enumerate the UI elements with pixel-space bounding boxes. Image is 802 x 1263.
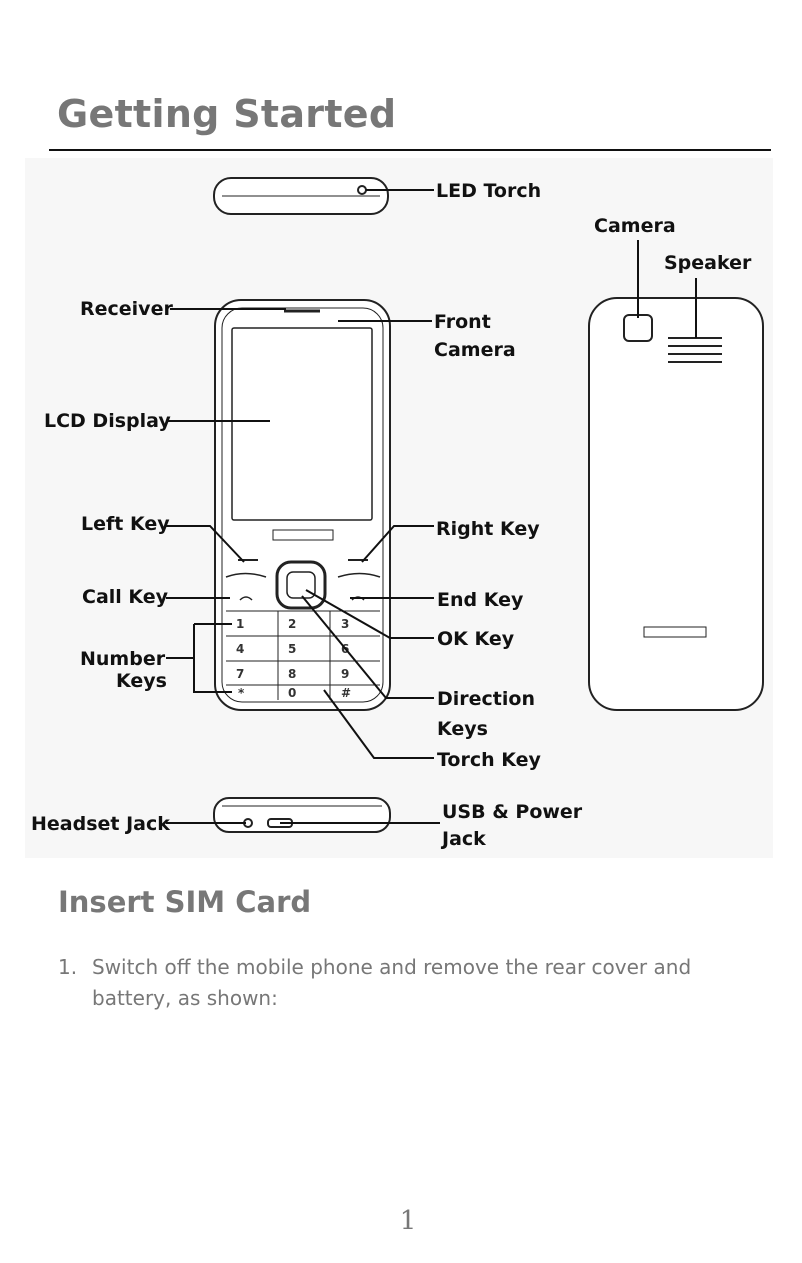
key-0: 0: [288, 686, 296, 700]
key-5: 5: [288, 642, 296, 656]
step-text: Switch off the mobile phone and remove t…: [92, 955, 692, 1010]
key-8: 8: [288, 667, 296, 681]
phone-bottom-view: [213, 797, 391, 833]
label-camera: Camera: [594, 215, 676, 237]
label-speaker: Speaker: [664, 252, 752, 274]
label-headset-jack: Headset Jack: [31, 813, 170, 835]
label-number-keys-line2: Keys: [116, 670, 167, 692]
key-star: *: [238, 686, 245, 700]
title-divider: [49, 149, 771, 151]
key-1: 1: [236, 617, 244, 631]
section-title: Insert SIM Card: [58, 885, 312, 919]
step-number: 1.: [58, 955, 78, 979]
label-right-key: Right Key: [436, 518, 540, 540]
key-9: 9: [341, 667, 349, 681]
label-lcd-display: LCD Display: [44, 410, 171, 432]
label-end-key: End Key: [437, 589, 524, 611]
label-front-camera-line1: Front: [434, 311, 491, 333]
page-title: Getting Started: [57, 92, 397, 136]
label-led-torch: LED Torch: [436, 180, 541, 202]
label-usb-power-jack-line2: Jack: [440, 828, 486, 850]
instruction-step: 1. Switch off the mobile phone and remov…: [58, 952, 758, 1014]
label-direction-keys-line2: Keys: [437, 718, 488, 740]
phone-top-view: [213, 177, 389, 215]
key-7: 7: [236, 667, 244, 681]
label-torch-key: Torch Key: [437, 749, 542, 771]
phone-front-view: [214, 299, 391, 711]
key-3: 3: [341, 617, 349, 631]
key-4: 4: [236, 642, 244, 656]
key-2: 2: [288, 617, 296, 631]
label-front-camera-line2: Camera: [434, 339, 516, 361]
label-number-keys-line1: Number: [80, 648, 166, 670]
phone-back-view: [588, 297, 764, 711]
label-call-key: Call Key: [82, 586, 169, 608]
key-hash: #: [341, 686, 351, 700]
label-receiver: Receiver: [80, 298, 173, 320]
label-left-key: Left Key: [81, 513, 170, 535]
label-ok-key: OK Key: [437, 628, 515, 650]
phone-diagram: 1 2 3 4 5 6 7 8 9 * 0 #: [31, 177, 764, 850]
label-direction-keys-line1: Direction: [437, 688, 535, 710]
leader-lines: [166, 189, 697, 824]
page-number: 1: [399, 1206, 417, 1236]
label-usb-power-jack-line1: USB & Power: [442, 801, 583, 823]
